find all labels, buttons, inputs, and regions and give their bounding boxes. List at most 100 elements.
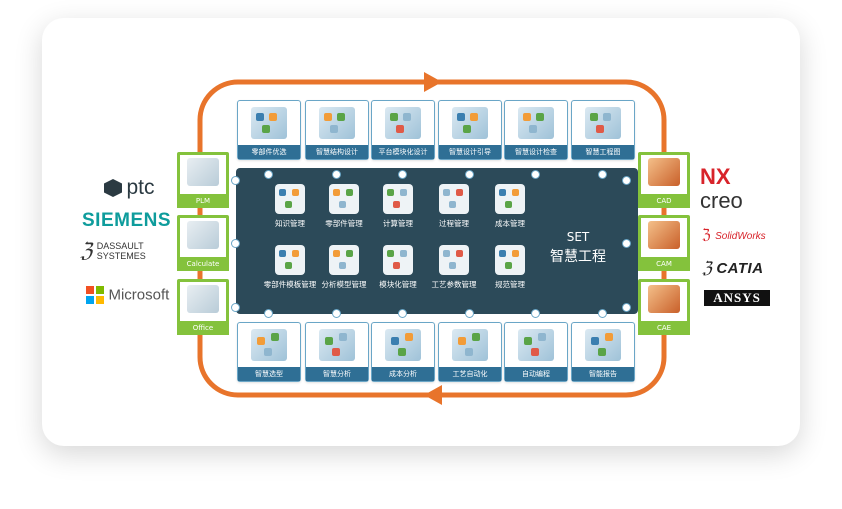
connector-dot: [231, 239, 240, 248]
auto-programming-icon: [518, 329, 554, 361]
left-tool-plm[interactable]: PLM: [177, 152, 229, 208]
module-icon: [383, 245, 413, 275]
left-tool-label: PLM: [177, 194, 229, 208]
top-module-3[interactable]: 智慧设计引导: [438, 100, 502, 160]
dassault-icon: ℨ: [80, 240, 93, 262]
inner-module-3[interactable]: 过程管理: [432, 184, 476, 240]
top-module-label: 平台模块化设计: [372, 145, 434, 159]
inner-module-label: 零部件模板管理: [263, 280, 317, 289]
inner-module-label: 工艺参数管理: [431, 280, 477, 289]
analysis-icon: [319, 329, 355, 361]
connector-dot: [598, 170, 607, 179]
solidworks-logo: ℨ SolidWorks: [702, 226, 766, 242]
connector-dot: [598, 309, 607, 318]
connector-dot: [332, 309, 341, 318]
connector-dot: [231, 176, 240, 185]
loop-arrow-top-icon: [424, 72, 442, 92]
structure-design-icon: [319, 107, 355, 139]
bottom-module-4[interactable]: 自动编程: [504, 322, 568, 382]
inner-module-8[interactable]: 工艺参数管理: [432, 245, 477, 301]
catia-logo: ℨ CATIA: [702, 260, 764, 277]
bottom-module-label: 智慧选型: [238, 367, 300, 381]
center-title-en: SET: [566, 230, 590, 244]
inner-module-label: 成本管理: [495, 219, 525, 228]
parts-icon: [329, 184, 359, 214]
modular-design-icon: [385, 107, 421, 139]
bottom-module-1[interactable]: 智慧分析: [305, 322, 369, 382]
top-module-4[interactable]: 智慧设计检查: [504, 100, 568, 160]
microsoft-logo: Microsoft: [86, 286, 169, 304]
cad-icon: [648, 158, 680, 186]
left-tool-calculate[interactable]: Calculate: [177, 215, 229, 271]
inner-module-1[interactable]: 零部件管理: [322, 184, 366, 240]
inner-module-5[interactable]: 零部件模板管理: [264, 245, 316, 301]
bottom-module-5[interactable]: 智能报告: [571, 322, 635, 382]
left-tool-office[interactable]: Office: [177, 279, 229, 335]
inner-module-6[interactable]: 分析模型管理: [322, 245, 367, 301]
standard-icon: [495, 245, 525, 275]
top-module-label: 智慧设计检查: [505, 145, 567, 159]
right-tool-cam[interactable]: CAM: [638, 215, 690, 271]
ansys-logo: ANSYS: [704, 290, 770, 306]
center-title: SET 智慧工程: [538, 230, 618, 266]
left-tool-label: Calculate: [177, 257, 229, 271]
dassault-logo: ℨ DASSAULT SYSTEMES: [80, 240, 146, 262]
siemens-logo: SIEMENS: [82, 210, 172, 231]
connector-dot: [622, 303, 631, 312]
bottom-module-label: 自动编程: [505, 367, 567, 381]
inner-module-label: 规范管理: [495, 280, 525, 289]
plm-icon: [187, 158, 219, 186]
cae-icon: [648, 285, 680, 313]
ptc-icon: [104, 179, 122, 197]
cost-icon: [495, 184, 525, 214]
inner-module-0[interactable]: 知识管理: [268, 184, 312, 240]
cam-icon: [648, 221, 680, 249]
connector-dot: [398, 309, 407, 318]
design-check-icon: [518, 107, 554, 139]
bottom-module-2[interactable]: 成本分析: [371, 322, 435, 382]
office-icon: [187, 285, 219, 313]
microsoft-icon: [86, 286, 104, 304]
loop-arrow-bottom-icon: [424, 385, 442, 405]
inner-module-7[interactable]: 模块化管理: [376, 245, 420, 301]
left-tool-label: Office: [177, 321, 229, 335]
connector-dot: [465, 309, 474, 318]
bottom-module-0[interactable]: 智慧选型: [237, 322, 301, 382]
parts-select-icon: [251, 107, 287, 139]
connector-dot: [531, 309, 540, 318]
template-icon: [275, 245, 305, 275]
right-tool-cae[interactable]: CAE: [638, 279, 690, 335]
connector-dot: [264, 309, 273, 318]
ptc-logo: ptc: [104, 176, 154, 200]
inner-module-label: 计算管理: [383, 219, 413, 228]
top-module-1[interactable]: 智慧结构设计: [305, 100, 369, 160]
bottom-module-3[interactable]: 工艺自动化: [438, 322, 502, 382]
connector-dot: [332, 170, 341, 179]
inner-module-label: 知识管理: [275, 219, 305, 228]
center-title-zh: 智慧工程: [550, 249, 606, 265]
bottom-module-label: 成本分析: [372, 367, 434, 381]
bottom-module-label: 智慧分析: [306, 367, 368, 381]
bottom-module-label: 工艺自动化: [439, 367, 501, 381]
calculate-icon: [187, 221, 219, 249]
bottom-module-label: 智能报告: [572, 367, 634, 381]
top-module-label: 智慧设计引导: [439, 145, 501, 159]
top-module-2[interactable]: 平台模块化设计: [371, 100, 435, 160]
connector-dot: [622, 176, 631, 185]
inner-module-label: 过程管理: [439, 219, 469, 228]
inner-module-4[interactable]: 成本管理: [488, 184, 532, 240]
calculation-icon: [383, 184, 413, 214]
inner-module-9[interactable]: 规范管理: [488, 245, 532, 301]
top-module-label: 零部件优选: [238, 145, 300, 159]
top-module-label: 智慧结构设计: [306, 145, 368, 159]
creo-logo: creo: [700, 188, 743, 213]
top-module-0[interactable]: 零部件优选: [237, 100, 301, 160]
top-module-5[interactable]: 智慧工程图: [571, 100, 635, 160]
inner-module-2[interactable]: 计算管理: [376, 184, 420, 240]
inner-module-label: 零部件管理: [325, 219, 363, 228]
right-tool-label: CAD: [638, 194, 690, 208]
inner-module-label: 模块化管理: [379, 280, 417, 289]
parameter-icon: [439, 245, 469, 275]
cost-analysis-icon: [385, 329, 421, 361]
right-tool-cad[interactable]: CAD: [638, 152, 690, 208]
